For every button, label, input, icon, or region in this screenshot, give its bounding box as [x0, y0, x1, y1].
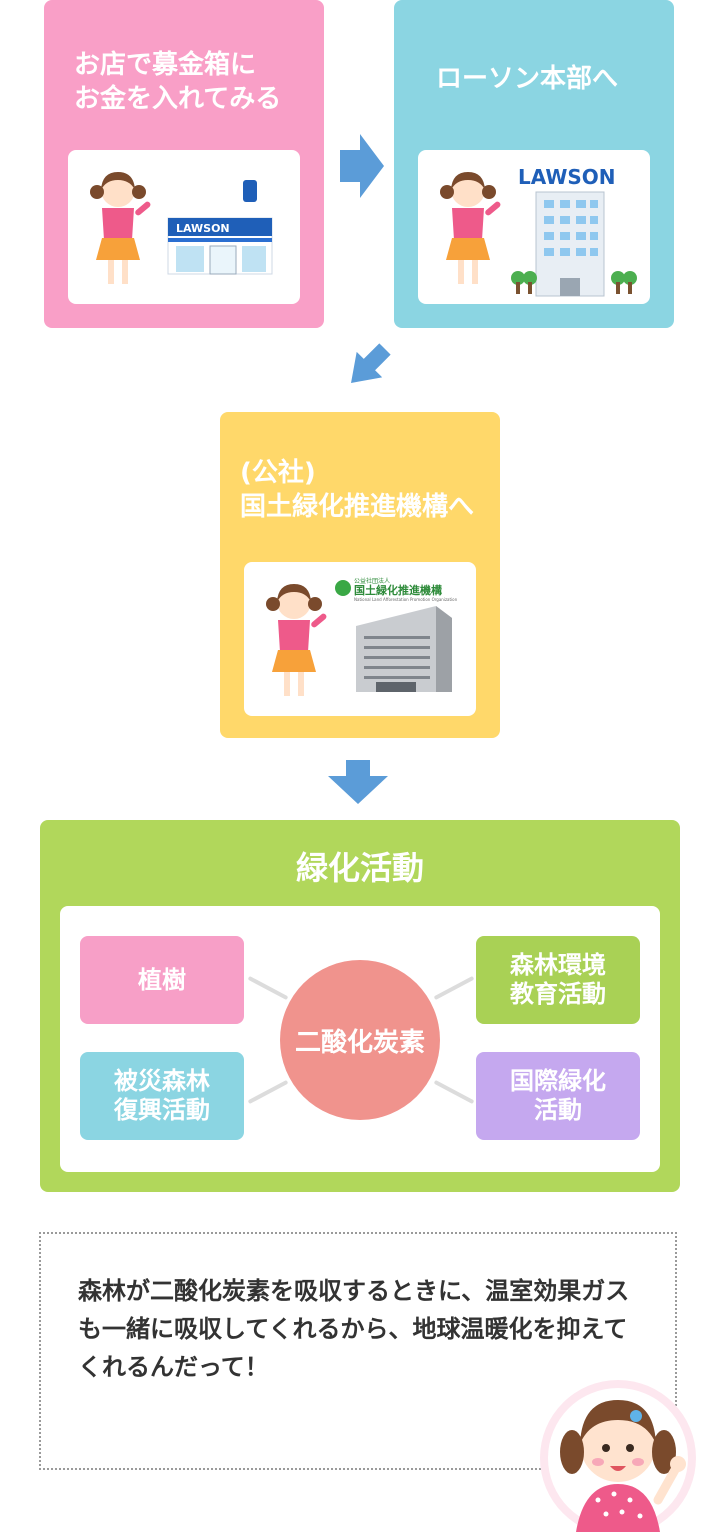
store-illustration-panel: LAWSON: [68, 150, 300, 304]
message-text: 森林が二酸化炭素を吸収するときに、温室効果ガスも一緒に吸収してくれるから、地球温…: [78, 1277, 630, 1381]
lawson-store: LAWSON: [167, 180, 273, 275]
arrow-right-icon: [340, 134, 384, 198]
org-logo-name: 国土緑化推進機構: [354, 583, 442, 597]
hq-building: [535, 191, 605, 297]
girl-figure: [440, 172, 501, 284]
co2-center-circle: 二酸化炭素: [280, 960, 440, 1120]
tree-icon: [511, 271, 637, 285]
activity-forest-education: 森林環境 教育活動: [476, 936, 640, 1024]
org-step-title: (公社) 国土緑化推進機構へ: [240, 458, 475, 522]
activity-tree-planting: 植樹: [80, 936, 244, 1024]
activities-title: 緑化活動: [295, 849, 424, 887]
hq-illustration-panel: LAWSON: [418, 150, 650, 304]
girl-figure: [90, 172, 151, 284]
activity-disaster-forest-recovery: 被災森林 復興活動: [80, 1052, 244, 1140]
org-logo: 公益社団法人 国土緑化推進機構 National Land Afforestat…: [335, 577, 458, 602]
hq-step-title: ローソン本部へ: [436, 64, 619, 94]
arrow-down-icon: [328, 760, 388, 804]
hq-illustration: LAWSON: [440, 165, 637, 297]
org-building: [356, 606, 452, 692]
activity-international-greening: 国際緑化 活動: [476, 1052, 640, 1140]
store-sign-text: LAWSON: [176, 222, 230, 235]
girl-figure: [266, 584, 327, 696]
org-illustration: 公益社団法人 国土緑化推進機構 National Land Afforestat…: [266, 577, 458, 696]
hq-building-text: LAWSON: [518, 165, 616, 189]
org-logo-en: National Land Afforestation Promotion Or…: [354, 597, 458, 602]
arrow-down-left-icon: [351, 343, 391, 383]
org-logo-small: 公益社団法人: [354, 577, 390, 585]
message-box: [39, 1232, 677, 1470]
org-illustration-panel: 公益社団法人 国土緑化推進機構 National Land Afforestat…: [244, 562, 476, 716]
girl-avatar: [540, 1380, 696, 1532]
store-illustration: LAWSON: [90, 172, 273, 284]
store-step-title: お店で募金箱に お金を入れてみる: [74, 50, 282, 114]
